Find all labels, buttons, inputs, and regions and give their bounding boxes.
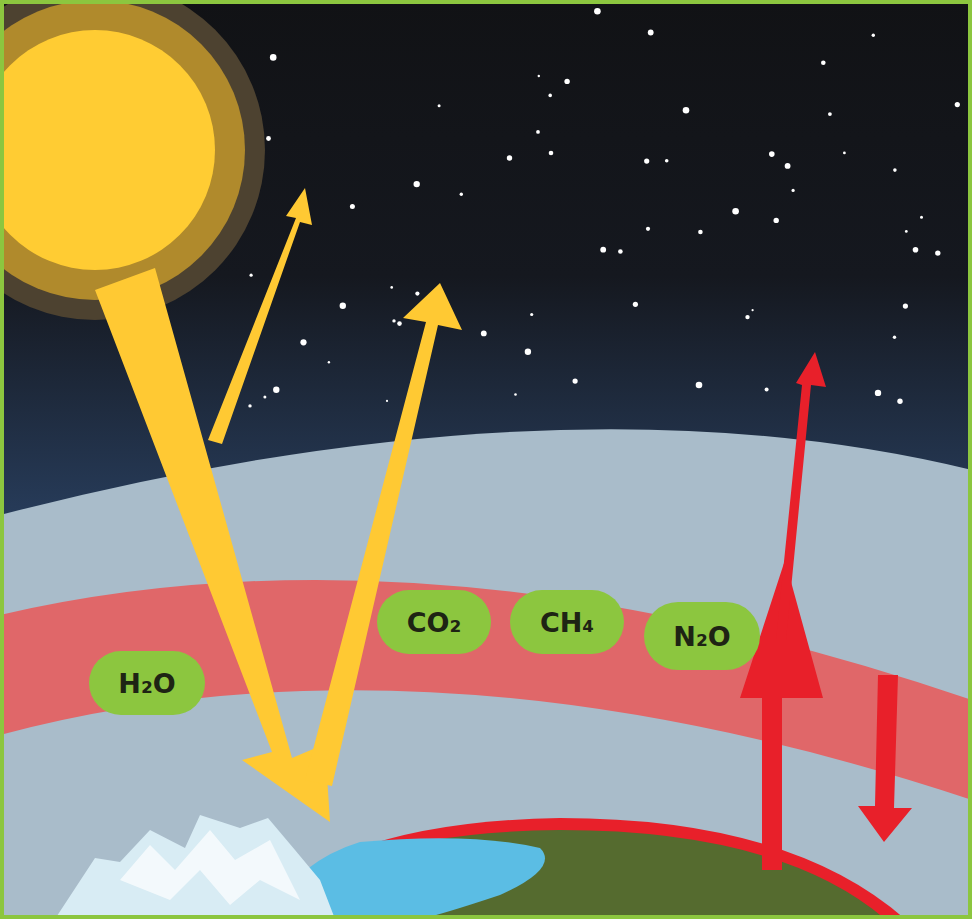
reflected-sunlight-arrow [208,188,312,444]
earth-outline [250,818,905,919]
star [633,302,638,307]
star [548,94,552,98]
star [769,151,775,157]
gas-formula: CH₄ [540,609,594,636]
star [273,387,279,393]
star [843,152,846,155]
sun [0,30,215,270]
star [266,136,271,141]
sun-halo [0,0,245,300]
star [913,247,919,253]
stars [248,8,960,408]
star [386,400,388,402]
star [935,250,940,255]
star [514,393,517,396]
gas-formula: H₂O [118,670,175,697]
star [821,61,826,66]
star [648,30,654,36]
star [646,227,650,231]
star [594,8,601,15]
star [248,404,251,407]
star [792,189,795,192]
escaping-heat-arrow [776,352,826,640]
gas-formula: CO₂ [407,609,462,636]
star [618,249,623,254]
star [390,286,393,289]
greenhouse-layer [0,580,972,800]
returned-heat-arrow [858,675,912,842]
star [696,382,703,389]
star [644,159,649,164]
star [872,34,875,37]
star [340,303,346,309]
star [893,336,896,339]
gas-pill: CO₂ [377,590,491,654]
star [905,230,908,233]
star [573,379,578,384]
star [875,390,881,396]
incoming-sunlight-arrow [95,268,330,822]
star [481,331,487,337]
star [250,274,253,277]
star [893,168,897,172]
star [897,399,902,404]
star [328,361,330,363]
star [955,102,960,107]
iceberg-highlight [120,830,300,905]
star [564,79,569,84]
star [350,204,355,209]
star [438,104,441,107]
star [549,151,554,156]
star [745,315,749,319]
iceberg [55,815,335,919]
atmosphere [0,429,972,919]
star [414,181,420,187]
star [752,309,754,311]
star [397,321,402,326]
star [460,193,463,196]
star [507,155,512,160]
land [262,830,885,919]
star [732,208,739,215]
sun-halo-outer [0,0,265,320]
gas-pill: H₂O [89,651,205,715]
star [683,107,690,114]
star [828,112,832,116]
star [698,230,703,235]
star [525,349,531,355]
reflected-sunlight-arrow [305,283,462,786]
star [785,163,791,169]
star [765,387,769,391]
star [300,339,306,345]
star [665,159,669,163]
star [536,130,540,134]
star [538,75,540,77]
star [600,247,606,253]
star [530,313,533,316]
star [774,218,779,223]
star [920,216,923,219]
gas-pill: CH₄ [510,590,624,654]
star [903,304,908,309]
gas-formula: N₂O [673,623,730,650]
gas-pill: N₂O [644,602,760,670]
star [392,319,395,322]
star [415,292,419,296]
star [270,54,277,61]
star [263,396,266,399]
